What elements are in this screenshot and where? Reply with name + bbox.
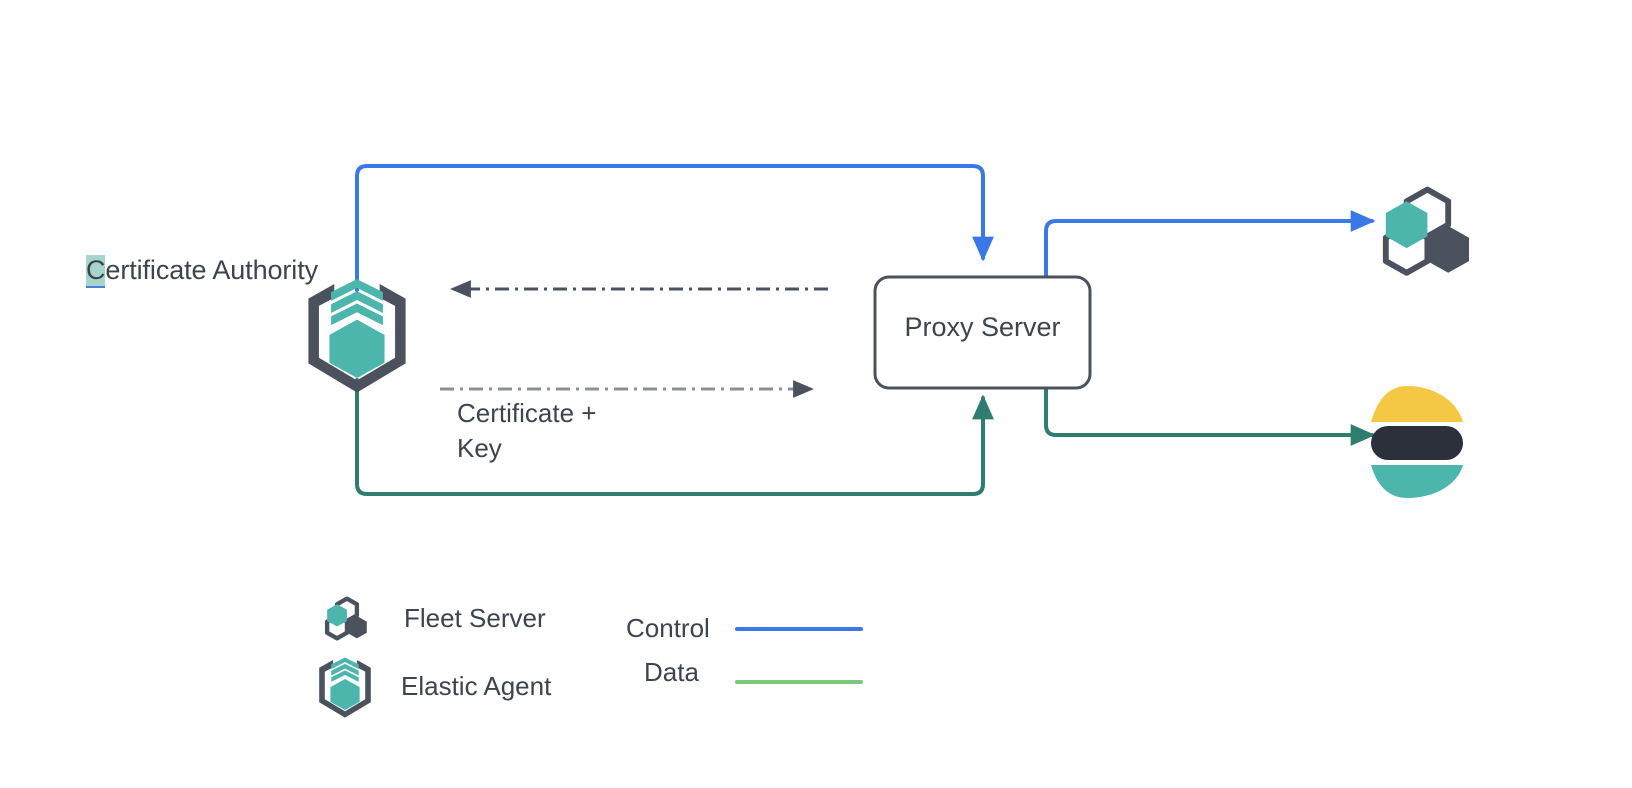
edge-data-ca-to-proxy xyxy=(355,378,994,496)
certificate-authority-label-highlight: C xyxy=(86,255,106,288)
proxy-server-node[interactable] xyxy=(873,275,1092,390)
certificate-authority-label-rest: ertificate Authority xyxy=(105,255,319,285)
legend-item-fleet-server-label: Fleet Server xyxy=(404,603,546,633)
proxy-server-label: Proxy Server xyxy=(904,312,1061,342)
legend-elastic-agent-icon xyxy=(319,657,371,718)
elastic-agent-icon xyxy=(308,279,406,393)
certificate-key-edge-label: Certificate + Key xyxy=(457,396,596,465)
legend-item-elastic-agent-label: Elastic Agent xyxy=(401,671,552,701)
certificate-authority-label: Certificate Authority xyxy=(86,253,318,288)
fleet-server-icon xyxy=(1382,186,1469,276)
certificate-key-edge-label-line1: Certificate + xyxy=(457,398,597,428)
legend-line-control-label: Control xyxy=(626,613,710,643)
legend-fleet-server-icon xyxy=(324,596,367,641)
legend-line-data-label: Data xyxy=(644,657,699,687)
edge-control-ca-to-proxy xyxy=(355,164,994,292)
elasticsearch-icon xyxy=(1371,386,1463,498)
certificate-key-edge-label-line2: Key xyxy=(457,432,502,463)
edge-data-proxy-to-elasticsearch xyxy=(1044,380,1376,446)
edge-control-proxy-to-fleet xyxy=(1044,210,1376,280)
